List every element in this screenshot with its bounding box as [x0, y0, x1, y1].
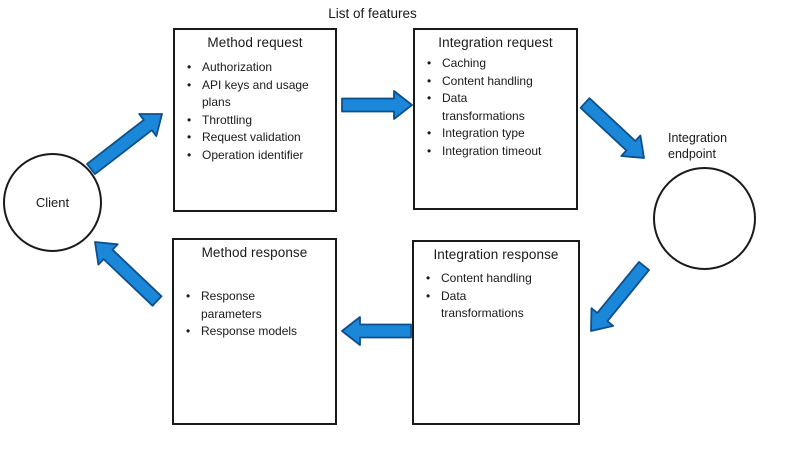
- feature-item: Content handling: [425, 73, 570, 91]
- client-label: Client: [35, 195, 70, 210]
- feature-item: Integration type: [425, 125, 570, 143]
- integration-response-box: Integration response Content handling Da…: [412, 240, 580, 425]
- arrow-method-request-to-integration-request: [341, 90, 413, 120]
- method-request-feature-list: Authorization API keys and usage plans T…: [175, 59, 335, 164]
- method-request-title: Method request: [207, 35, 303, 50]
- integration-request-feature-list: Caching Content handling Data transforma…: [415, 55, 576, 160]
- feature-item: Data transformations: [424, 288, 524, 323]
- feature-item: Authorization: [185, 59, 329, 77]
- feature-item: Caching: [425, 55, 570, 73]
- integration-response-feature-list: Content handling Data transformations: [414, 270, 578, 323]
- arrow-client-to-method-request: [86, 113, 163, 176]
- method-response-title: Method response: [201, 245, 308, 260]
- method-request-box: Method request Authorization API keys an…: [173, 28, 337, 212]
- arrow-integration-endpoint-to-integration-response: [590, 260, 650, 332]
- client-node: Client: [3, 153, 102, 252]
- feature-item: API keys and usage plans: [185, 77, 329, 112]
- diagram-title: List of features: [328, 6, 417, 21]
- integration-request-box: Integration request Caching Content hand…: [413, 28, 578, 210]
- feature-item: Operation identifier: [185, 147, 329, 165]
- feature-item: Data transformations: [425, 90, 525, 125]
- feature-item: Response models: [184, 323, 329, 341]
- arrow-integration-request-to-integration-endpoint: [579, 97, 645, 159]
- arrow-method-response-to-client: [94, 241, 163, 307]
- integration-response-title: Integration response: [433, 247, 559, 262]
- feature-item: Content handling: [424, 270, 572, 288]
- feature-item: Request validation: [185, 129, 329, 147]
- method-response-feature-list: Response parameters Response models: [174, 288, 335, 341]
- method-response-box: Method response Response parameters Resp…: [172, 238, 337, 425]
- integration-request-title: Integration request: [438, 35, 553, 50]
- feature-item: Throttling: [185, 112, 329, 130]
- feature-item: Response parameters: [184, 288, 280, 323]
- feature-item: Integration timeout: [425, 143, 570, 161]
- integration-endpoint-label: Integration endpoint: [668, 131, 728, 161]
- integration-endpoint-node: [653, 167, 756, 270]
- arrow-integration-response-to-method-response: [341, 316, 412, 346]
